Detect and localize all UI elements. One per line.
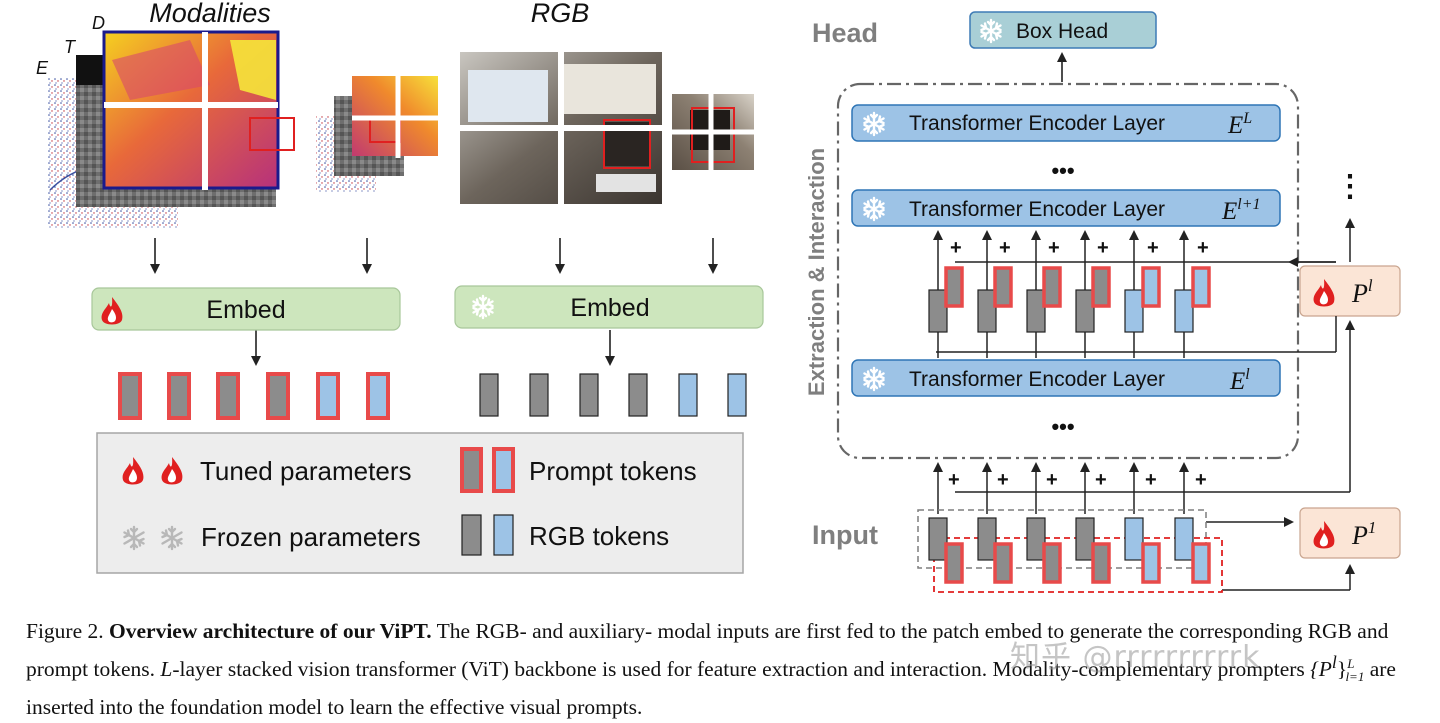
prompt-token bbox=[266, 372, 290, 420]
prompter-1-block: P1 bbox=[1299, 507, 1401, 559]
rgb-token bbox=[529, 373, 549, 417]
extraction-interaction-label: Extraction & Interaction bbox=[804, 148, 829, 396]
caption-text-2: -layer stacked vision transformer (ViT) … bbox=[172, 657, 1311, 682]
rgb-token bbox=[479, 373, 499, 417]
rgb-token bbox=[628, 373, 648, 417]
prompt-token bbox=[316, 372, 340, 420]
legend-prompt-label: Prompt tokens bbox=[529, 456, 697, 486]
plus-sign: + bbox=[1046, 469, 1058, 491]
encoder-layer-bottom: Transformer Encoder Layer El bbox=[851, 359, 1281, 397]
extraction-interaction-container bbox=[836, 82, 1300, 460]
prompt-token bbox=[216, 372, 240, 420]
legend-box: Tuned parameters Frozen parameters Promp… bbox=[96, 432, 744, 574]
frozen-embed-block: Embed bbox=[454, 285, 764, 329]
encoder-symbol: El bbox=[1229, 366, 1250, 395]
caption-text-1: The RGB- and auxiliary- modal inputs are… bbox=[26, 619, 1389, 682]
prompt-token bbox=[118, 372, 142, 420]
plus-sign: + bbox=[1197, 237, 1209, 259]
figure-caption: Figure 2. Overview architecture of our V… bbox=[26, 616, 1426, 723]
thermal-modality-letter: T bbox=[64, 37, 77, 57]
rgb-patch bbox=[672, 94, 754, 170]
prompt-token-row bbox=[118, 372, 390, 420]
encoder-layer-middle: Transformer Encoder Layer El+1 bbox=[851, 189, 1281, 227]
caption-prompter-set: {Pl}Ll=1 bbox=[1310, 652, 1365, 685]
plus-sign: + bbox=[1097, 237, 1109, 259]
input-arrows bbox=[150, 238, 718, 366]
tuned-embed-block: Embed bbox=[91, 287, 401, 331]
plus-sign: + bbox=[999, 237, 1011, 259]
modality-patch-stack bbox=[316, 76, 438, 192]
caption-title: Overview architecture of our ViPT. bbox=[109, 619, 432, 643]
prompter-l-block: Pl bbox=[1299, 265, 1401, 317]
plus-sign: + bbox=[1195, 469, 1207, 491]
encoder-symbol: El+1 bbox=[1221, 196, 1261, 225]
box-head-block: Box Head bbox=[969, 11, 1157, 49]
modalities-title: Modalities bbox=[149, 0, 271, 28]
input-token-block: + + + + + + bbox=[917, 462, 1355, 593]
plus-sign: + bbox=[997, 469, 1009, 491]
event-modality-letter: E bbox=[36, 58, 49, 78]
depth-modality-letter: D bbox=[92, 13, 105, 33]
plus-sign: + bbox=[950, 237, 962, 259]
legend-rgb-token-gray bbox=[461, 514, 482, 556]
watermark: 知乎 @rrrrrrrrrrk bbox=[1010, 640, 1261, 675]
prompter-l-symbol: Pl bbox=[1351, 276, 1373, 308]
box-head-label: Box Head bbox=[1016, 20, 1108, 43]
prompter-1-symbol: P1 bbox=[1351, 518, 1376, 550]
rgb-token-row bbox=[479, 373, 747, 417]
plus-sign: + bbox=[1095, 469, 1107, 491]
layer-ellipsis: ••• bbox=[1051, 414, 1074, 439]
caption-l-variable: L bbox=[160, 657, 173, 682]
encoder-symbol: EL bbox=[1227, 110, 1252, 139]
encoder-layer-top: Transformer Encoder Layer EL bbox=[851, 104, 1281, 142]
architecture-figure: Modalities RGB E T D bbox=[36, 0, 1401, 593]
plus-sign: + bbox=[1145, 469, 1157, 491]
figure-number: Figure 2. bbox=[26, 619, 104, 643]
encoder-layer-label: Transformer Encoder Layer bbox=[909, 112, 1165, 135]
layer-ellipsis: ••• bbox=[1051, 158, 1074, 183]
prompter-connectors bbox=[1288, 218, 1355, 492]
legend-rgb-token-blue bbox=[493, 514, 514, 556]
rgb-token bbox=[678, 373, 698, 417]
rgb-token bbox=[579, 373, 599, 417]
input-label: Input bbox=[812, 520, 878, 550]
interaction-token-block: + + + + + + bbox=[928, 230, 1336, 358]
legend-rgb-label: RGB tokens bbox=[529, 521, 669, 551]
modality-image-stack bbox=[48, 30, 295, 228]
legend-frozen-label: Frozen parameters bbox=[201, 522, 421, 552]
plus-sign: + bbox=[948, 469, 960, 491]
plus-sign: + bbox=[1147, 237, 1159, 259]
legend-prompt-token-blue bbox=[492, 447, 515, 493]
rgb-token bbox=[727, 373, 747, 417]
rgb-title: RGB bbox=[531, 0, 590, 28]
legend-prompt-token-gray bbox=[460, 447, 483, 493]
prompt-token bbox=[167, 372, 191, 420]
encoder-layer-label: Transformer Encoder Layer bbox=[909, 198, 1165, 221]
head-label: Head bbox=[812, 18, 878, 48]
plus-sign: + bbox=[1048, 237, 1060, 259]
frozen-embed-label: Embed bbox=[570, 294, 649, 322]
tuned-embed-label: Embed bbox=[206, 296, 285, 324]
vertical-ellipsis: ⋮ bbox=[1335, 170, 1365, 203]
rgb-image bbox=[460, 52, 662, 204]
prompt-token bbox=[366, 372, 390, 420]
encoder-layer-label: Transformer Encoder Layer bbox=[909, 368, 1165, 391]
legend-tuned-label: Tuned parameters bbox=[200, 456, 411, 486]
